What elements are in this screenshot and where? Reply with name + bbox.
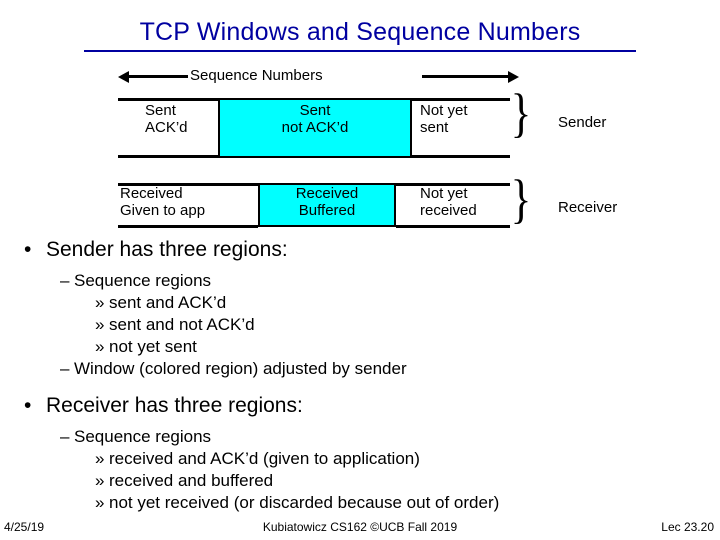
footer-lecture-number: Lec 23.20 [661, 520, 714, 534]
bullet-receiver-sub-text: Sequence regions [74, 427, 212, 446]
dash-glyph: – [60, 359, 70, 378]
footer-attribution: Kubiatowicz CS162 ©UCB Fall 2019 [262, 520, 458, 534]
bullet-glyph: • [24, 394, 32, 417]
bullet-glyph: • [24, 238, 32, 261]
receiver-brace: } [510, 169, 532, 229]
receiver-region1-line2: Given to app [120, 202, 206, 219]
sender-region1-bottom-rule [118, 155, 218, 158]
receiver-region2-line2: Buffered [298, 202, 356, 219]
bullet-sender-item-2: »not yet sent [95, 336, 720, 358]
bullet-sender-heading-text: Sender has three regions: [46, 238, 288, 261]
guillemet-glyph: » [95, 493, 105, 512]
sender-region3-bottom-rule [412, 155, 510, 158]
sender-window-box [218, 98, 412, 158]
receiver-region3-line1: Not yet [420, 185, 468, 202]
sender-region2-line2: not ACK’d [281, 119, 349, 136]
bullet-sender-sub-text: Sequence regions [74, 271, 212, 290]
bullet-sender-item-1-text: sent and not ACK’d [109, 315, 255, 334]
sender-region1-line2: ACK’d [145, 119, 188, 136]
receiver-side-label: Receiver [558, 199, 618, 216]
footer-date: 4/25/19 [4, 520, 45, 534]
sender-region3-top-rule [412, 98, 510, 101]
receiver-region1-label: Received Given to app [120, 185, 205, 219]
sender-region3-label: Not yet sent [420, 102, 468, 136]
bullet-receiver-item-1-text: received and buffered [109, 471, 274, 490]
sender-region1-top-rule [118, 98, 218, 101]
bullet-sender-sub: –Sequence regions [60, 270, 720, 292]
tcp-window-diagram: Sequence Numbers Sent ACK’d Sent not ACK… [0, 62, 720, 237]
bullet-sender-note-text: Window (colored region) adjusted by send… [74, 359, 407, 378]
bullet-sender-item-0-text: sent and ACK’d [109, 293, 227, 312]
dash-glyph: – [60, 427, 70, 446]
sender-region3-line2: sent [420, 119, 449, 136]
title-underline [84, 50, 636, 52]
bullet-sender-item-1: »sent and not ACK’d [95, 314, 720, 336]
sequence-arrow-right-line [422, 75, 510, 78]
guillemet-glyph: » [95, 337, 105, 356]
dash-glyph: – [60, 271, 70, 290]
bullet-sender-heading: • Sender has three regions: [24, 236, 720, 264]
sequence-numbers-label: Sequence Numbers [190, 67, 323, 84]
sender-region2-label: Sent not ACK’d [218, 102, 412, 136]
sender-brace: } [510, 83, 532, 143]
sequence-arrow-right-head [508, 71, 519, 83]
receiver-region3-label: Not yet received [420, 185, 477, 219]
receiver-region3-bottom-rule [396, 225, 510, 228]
guillemet-glyph: » [95, 449, 105, 468]
bullet-receiver-item-2-text: not yet received (or discarded because o… [109, 493, 500, 512]
sequence-arrow-left-head [118, 71, 129, 83]
slide-body: •Sender has three regions: –Sequence reg… [0, 236, 720, 514]
guillemet-glyph: » [95, 315, 105, 334]
guillemet-glyph: » [95, 471, 105, 490]
receiver-region1-top-rule [118, 183, 258, 186]
receiver-region1-bottom-rule [118, 225, 258, 228]
sender-region3-line1: Not yet [420, 102, 468, 119]
guillemet-glyph: » [95, 293, 105, 312]
bullet-sender-item-2-text: not yet sent [109, 337, 197, 356]
bullet-receiver-sub: –Sequence regions [60, 426, 720, 448]
bullet-sender-item-0: »sent and ACK’d [95, 292, 720, 314]
bullet-receiver-item-0: »received and ACK’d (given to applicatio… [95, 448, 720, 470]
receiver-region1-line1: Received [120, 185, 183, 202]
sender-region1-line1: Sent [145, 102, 176, 119]
bullet-receiver-item-0-text: received and ACK’d (given to application… [109, 449, 420, 468]
receiver-region2-label: Received Buffered [258, 185, 396, 219]
bullet-receiver-item-1: »received and buffered [95, 470, 720, 492]
sender-region2-line1: Sent [299, 102, 331, 119]
sequence-arrow-left-line [128, 75, 188, 78]
bullet-receiver-item-2: »not yet received (or discarded because … [95, 492, 720, 514]
sender-region1-label: Sent ACK’d [145, 102, 188, 136]
receiver-region2-line1: Received [295, 185, 359, 202]
receiver-buffer-box [258, 183, 396, 227]
slide-footer: 4/25/19 Kubiatowicz CS162 ©UCB Fall 2019… [0, 520, 720, 536]
receiver-region3-line2: received [420, 202, 477, 219]
bullet-receiver-heading: • Receiver has three regions: [24, 392, 720, 420]
page-title: TCP Windows and Sequence Numbers [139, 18, 581, 46]
receiver-region3-top-rule [396, 183, 510, 186]
bullet-receiver-heading-text: Receiver has three regions: [46, 394, 303, 417]
sender-side-label: Sender [558, 114, 607, 131]
bullet-sender-note: –Window (colored region) adjusted by sen… [60, 358, 720, 380]
